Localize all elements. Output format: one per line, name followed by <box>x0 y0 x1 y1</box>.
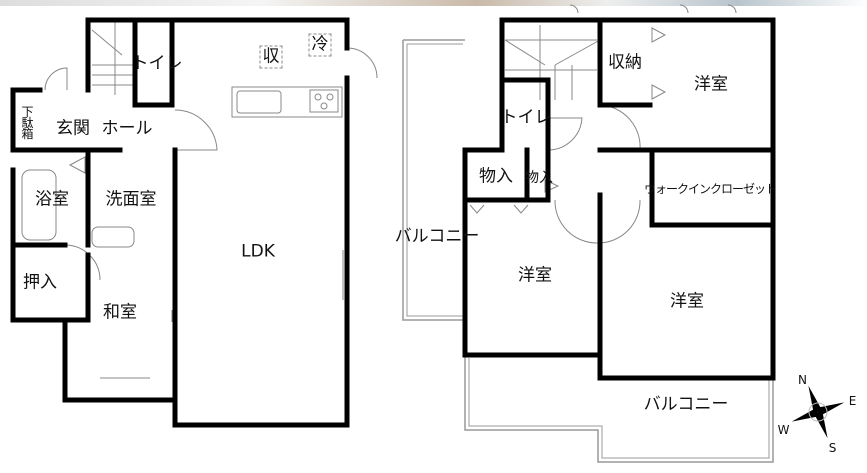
room-label-hall: ホール <box>101 118 153 139</box>
room-label-toilet-2f: トイレ <box>500 107 552 128</box>
room-label-western-room-1: 洋室 <box>694 74 728 95</box>
room-label-entrance: 玄関 <box>56 118 90 139</box>
room-label-storeroom-2: 物入 <box>525 170 553 186</box>
room-label-western-room-3: 洋室 <box>670 291 704 312</box>
walls <box>10 17 776 428</box>
room-label-ldk: LDK <box>241 241 275 262</box>
storage-label: 収 <box>259 45 283 69</box>
room-label-japanese-room: 和室 <box>103 302 137 323</box>
room-label-closet: 押入 <box>23 272 57 293</box>
photo-strip <box>0 0 867 6</box>
compass-n: N <box>798 373 807 387</box>
balcony-bottom-outline <box>464 355 774 463</box>
room-label-balcony-left: バルコニー <box>394 226 480 247</box>
room-label-walk-in-closet: ウォークインクローゼット <box>643 182 777 196</box>
room-label-balcony-bottom: バルコニー <box>643 394 729 415</box>
compass-s: S <box>828 441 837 455</box>
shoe-cabinet-label: 下駄箱 <box>20 105 34 139</box>
room-label-storage-2f: 収納 <box>608 52 642 73</box>
room-label-western-room-2: 洋室 <box>518 265 552 286</box>
compass-rose-icon <box>791 385 845 439</box>
room-label-storeroom-1: 物入 <box>479 166 513 187</box>
room-label-toilet-1f: トイレ <box>131 53 183 74</box>
compass-e: E <box>848 394 857 408</box>
balconies <box>402 39 774 463</box>
compass-w: W <box>777 423 790 437</box>
fridge-label: 冷 <box>308 33 332 57</box>
room-label-bathroom: 浴室 <box>35 189 69 210</box>
balcony-left-outline <box>402 39 465 321</box>
room-label-washroom: 洗面室 <box>105 189 157 210</box>
